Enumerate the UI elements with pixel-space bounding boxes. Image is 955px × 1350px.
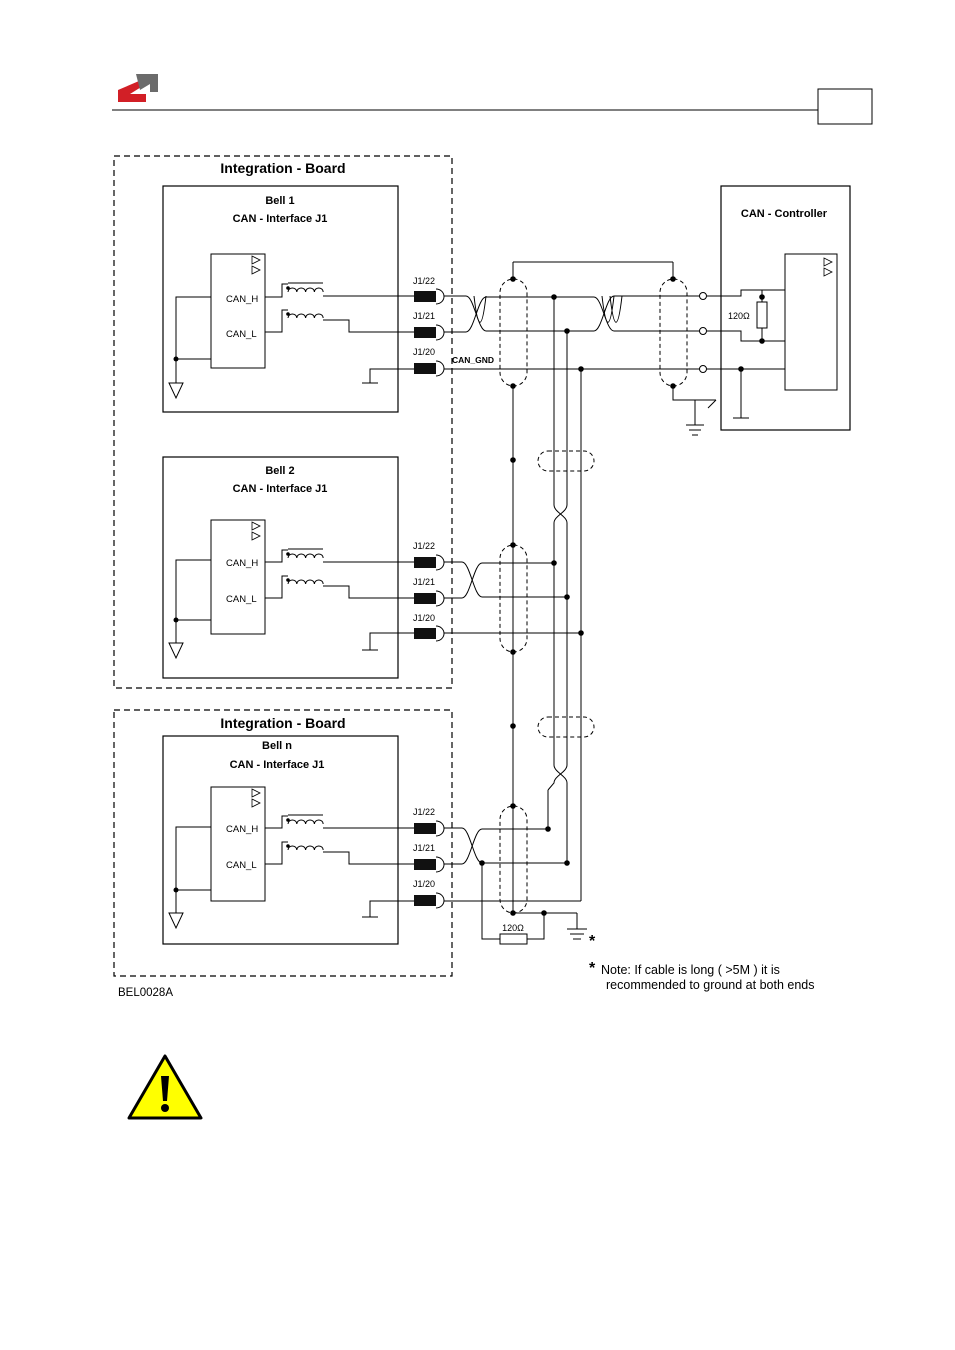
bell-1-can-l-label: CAN_L bbox=[226, 329, 257, 340]
bell-n-ground-icon bbox=[168, 912, 184, 930]
bell-2-connectors: J1/22 J1/21 J1/20 bbox=[413, 541, 445, 642]
can-bus-wiring bbox=[444, 261, 717, 940]
note-line-1: Note: If cable is long ( >5M ) it is bbox=[601, 963, 780, 977]
figure-id: BEL0028A bbox=[118, 987, 173, 999]
bell-2-ground-icon bbox=[168, 642, 184, 660]
integration-board-1-title: Integration - Board bbox=[220, 160, 345, 176]
junction-dots bbox=[479, 276, 765, 916]
bell-n-transceiver bbox=[210, 786, 266, 902]
bell-1-ground-icon bbox=[168, 382, 184, 400]
bell-2-pin-20: J1/20 bbox=[413, 613, 435, 623]
end-resistor-label: 120Ω bbox=[502, 923, 524, 933]
bell-1-name: Bell 1 bbox=[265, 195, 294, 207]
bell-2-choke-icon bbox=[286, 548, 324, 585]
can-gnd-label: CAN_GND bbox=[452, 355, 494, 365]
warning-triangle-icon bbox=[127, 1054, 203, 1120]
bell-2-can-h-label: CAN_H bbox=[226, 558, 258, 569]
controller-resistor bbox=[756, 301, 768, 329]
bell-n-pin-21: J1/21 bbox=[413, 843, 435, 853]
bell-1-connectors: J1/22 J1/21 J1/20 bbox=[413, 276, 445, 377]
controller-resistor-label: 120Ω bbox=[728, 311, 750, 321]
bell-2-interface: CAN - Interface J1 bbox=[233, 483, 328, 495]
bell-n-name: Bell n bbox=[262, 740, 292, 752]
bell-2-transceiver bbox=[210, 519, 266, 635]
page-number-box bbox=[817, 88, 873, 125]
end-termination-resistor: 120Ω bbox=[499, 923, 528, 945]
bell-2-name: Bell 2 bbox=[265, 465, 294, 477]
bell-1-module: Bell 1 CAN - Interface J1 CAN_H CAN_L bbox=[162, 185, 414, 413]
bell-n-module: Bell n CAN - Interface J1 CAN_H CAN_L bbox=[162, 735, 414, 945]
bell-n-connectors: J1/22 J1/21 J1/20 bbox=[413, 807, 445, 909]
integration-board-1 bbox=[113, 155, 453, 689]
bell-n-pin-20: J1/20 bbox=[413, 879, 435, 889]
bell-2-can-l-label: CAN_L bbox=[226, 594, 257, 605]
bell-1-transceiver bbox=[210, 253, 266, 369]
bell-1-choke-icon bbox=[286, 282, 324, 319]
integration-board-2 bbox=[113, 709, 453, 977]
cable-shields bbox=[499, 278, 688, 914]
bell-n-choke-icon bbox=[286, 814, 324, 851]
bell-2-pin-22: J1/22 bbox=[413, 541, 435, 551]
note-line-2: recommended to ground at both ends bbox=[606, 978, 814, 992]
can-controller: CAN - Controller 120Ω bbox=[699, 185, 851, 431]
bell-1-interface: CAN - Interface J1 bbox=[233, 213, 328, 225]
bell-2-pin-21: J1/21 bbox=[413, 577, 435, 587]
bell-1-pin-21: J1/21 bbox=[413, 311, 435, 321]
ground-marker: * bbox=[589, 933, 596, 950]
controller-title: CAN - Controller bbox=[741, 208, 828, 220]
bell-n-can-l-label: CAN_L bbox=[226, 860, 257, 871]
company-logo bbox=[118, 74, 158, 102]
integration-board-2-title: Integration - Board bbox=[220, 715, 345, 731]
bell-1-pin-20: J1/20 bbox=[413, 347, 435, 357]
bell-1-can-h-label: CAN_H bbox=[226, 294, 258, 305]
bell-n-interface: CAN - Interface J1 bbox=[230, 759, 325, 771]
bell-2-module: Bell 2 CAN - Interface J1 CAN_H CAN_L bbox=[162, 456, 414, 679]
bell-n-pin-22: J1/22 bbox=[413, 807, 435, 817]
bell-1-pin-22: J1/22 bbox=[413, 276, 435, 286]
note-star: * bbox=[589, 960, 596, 977]
bell-n-can-h-label: CAN_H bbox=[226, 824, 258, 835]
